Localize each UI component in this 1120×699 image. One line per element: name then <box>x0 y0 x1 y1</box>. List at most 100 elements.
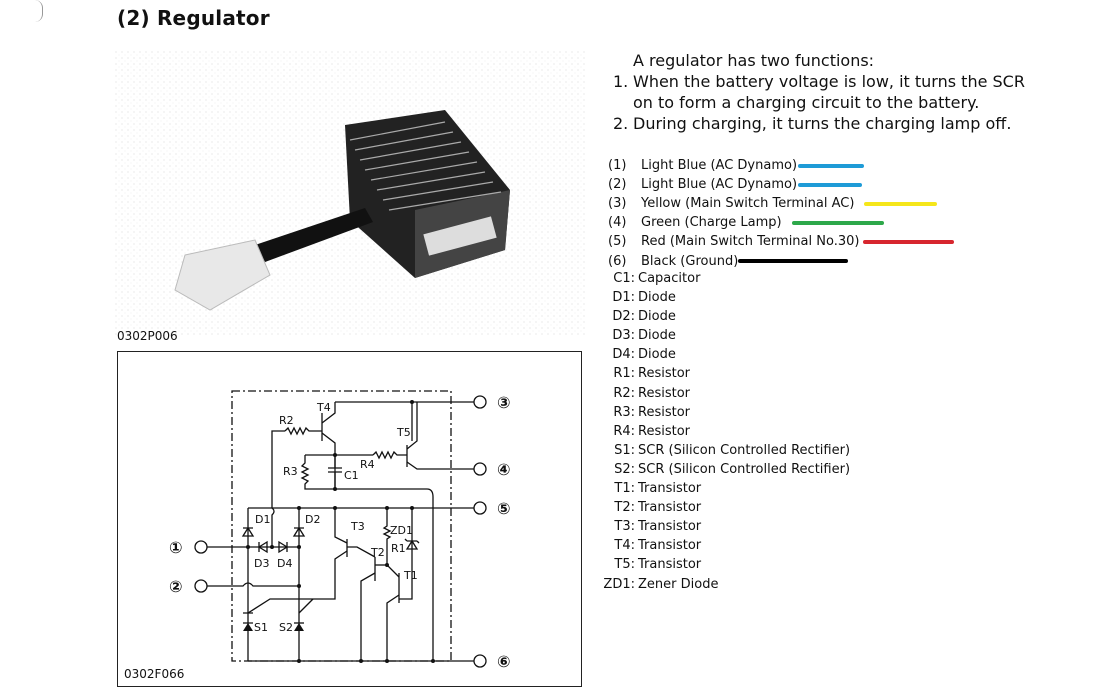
component-key: T1: <box>614 481 635 497</box>
component-key: D3: <box>612 328 635 344</box>
diagram-code: 0302F066 <box>124 667 185 681</box>
component-key: T4: <box>614 538 635 554</box>
terminal-2-label: ② <box>169 577 183 596</box>
component-label: Zener Diode <box>638 576 719 592</box>
wire-legend-item: (3) Yellow (Main Switch Terminal AC) <box>608 194 954 213</box>
margin-bracket <box>34 0 43 22</box>
terminal-1-connector <box>194 540 208 554</box>
wire-label: Black (Ground) <box>641 253 739 269</box>
label-plate <box>423 216 497 256</box>
label-s1: S1 <box>254 621 268 634</box>
component-legend-item: R1:Resistor <box>594 364 850 383</box>
component-legend-item: T3:Transistor <box>594 517 850 536</box>
intro-heading: A regulator has two functions: <box>633 51 875 70</box>
wire-color-swatch <box>798 163 865 168</box>
component-label: Resistor <box>638 366 690 382</box>
component-label: Transistor <box>638 557 702 573</box>
component-label: Transistor <box>638 481 702 497</box>
terminal-6-connector <box>473 654 487 668</box>
wire-label: Yellow (Main Switch Terminal AC) <box>641 196 855 212</box>
component-key: R2: <box>613 385 635 401</box>
resistor-r3 <box>300 455 335 490</box>
component-key: R3: <box>613 404 635 420</box>
wire-key: (6) <box>608 253 627 269</box>
label-t2: T2 <box>370 546 385 559</box>
component-label: SCR (Silicon Controlled Rectifier) <box>638 442 851 458</box>
terminal-3-connector <box>473 395 487 409</box>
regulator-body <box>345 110 510 278</box>
wire-key: (4) <box>608 215 627 231</box>
component-legend-item: T2:Transistor <box>594 498 850 517</box>
label-r1: R1 <box>391 542 406 555</box>
component-key: S1: <box>614 442 635 458</box>
terminal-2-connector <box>194 579 208 593</box>
component-key: R4: <box>613 423 635 439</box>
label-r4: R4 <box>360 458 375 471</box>
function-number: 2. <box>613 114 629 133</box>
intro-text: A regulator has two functions: 1. When t… <box>613 50 1025 134</box>
function-number: 1. <box>613 72 629 91</box>
diode-d4 <box>278 540 289 554</box>
wire-color-swatch <box>864 201 938 206</box>
label-d2: D2 <box>305 513 320 526</box>
terminal-5-label: ⑤ <box>497 499 511 518</box>
function-item: 2. During charging, it turns the chargin… <box>613 113 1025 134</box>
resistor-r4 <box>372 450 407 460</box>
component-label: Capacitor <box>638 271 701 286</box>
wire-label: Light Blue (AC Dynamo) <box>641 177 798 193</box>
component-label: Diode <box>638 290 676 306</box>
component-legend-item: D2:Diode <box>594 307 850 326</box>
scr-s2 <box>298 598 314 614</box>
component-legend-item: ZD1:Zener Diode <box>594 575 850 594</box>
component-label: Diode <box>638 309 676 325</box>
component-key: ZD1: <box>603 576 635 592</box>
wire-color-swatch <box>791 220 884 225</box>
wire-legend-item: (6) Black (Ground) <box>608 251 954 270</box>
component-label: Transistor <box>638 538 702 554</box>
wire-key: (3) <box>608 196 627 212</box>
label-t1: T1 <box>403 569 418 582</box>
component-legend-item: S2:SCR (Silicon Controlled Rectifier) <box>594 460 850 479</box>
component-key: D2: <box>612 309 635 325</box>
component-key: T3: <box>614 519 635 535</box>
wire-color-swatch <box>863 239 955 244</box>
label-c1: C1 <box>344 469 359 482</box>
component-label: Diode <box>638 328 676 344</box>
label-d3: D3 <box>254 557 269 570</box>
component-label: Resistor <box>638 423 690 439</box>
component-key: C1: <box>613 271 635 286</box>
terminal-5-connector <box>473 501 487 515</box>
component-legend-item: T4:Transistor <box>594 536 850 555</box>
component-legend-item: R3:Resistor <box>594 403 850 422</box>
label-d4: D4 <box>277 557 292 570</box>
terminal-3-label: ③ <box>497 393 511 412</box>
label-t5: T5 <box>396 426 411 439</box>
component-key: S2: <box>614 461 635 477</box>
component-key: D1: <box>612 290 635 306</box>
wire-label: Red (Main Switch Terminal No.30) <box>641 234 860 250</box>
component-label: Transistor <box>638 519 702 535</box>
component-key: T2: <box>614 500 635 516</box>
component-key: T5: <box>614 557 635 573</box>
label-zd1: ZD1 <box>390 524 413 537</box>
wire-harness <box>174 208 373 311</box>
terminal-4-label: ④ <box>497 460 511 479</box>
scr-s2-arrow <box>294 623 304 631</box>
component-label: Resistor <box>638 404 690 420</box>
wire-label: Green (Charge Lamp) <box>641 215 782 231</box>
regulator-photo <box>115 50 585 335</box>
function-text: on to form a charging circuit to the bat… <box>633 93 980 112</box>
component-legend-item: D1:Diode <box>594 288 850 307</box>
photo-code: 0302P006 <box>117 329 178 343</box>
wire-key: (5) <box>608 234 627 250</box>
circuit-schematic: ③ ④ ⑤ ⑥ ① ② T4 R2 T5 R4 R3 C1 D1 D2 T3 Z… <box>169 390 511 671</box>
resistor-r2 <box>284 426 322 436</box>
wire-key: (2) <box>608 177 627 193</box>
wire-legend-item: (2) Light Blue (AC Dynamo) <box>608 175 954 194</box>
schematic-frame <box>117 351 582 687</box>
label-t3: T3 <box>350 520 365 533</box>
label-s2: S2 <box>279 621 293 634</box>
wire-terminal-4 <box>406 461 474 470</box>
function-item: 1. When the battery voltage is low, it t… <box>613 71 1025 113</box>
